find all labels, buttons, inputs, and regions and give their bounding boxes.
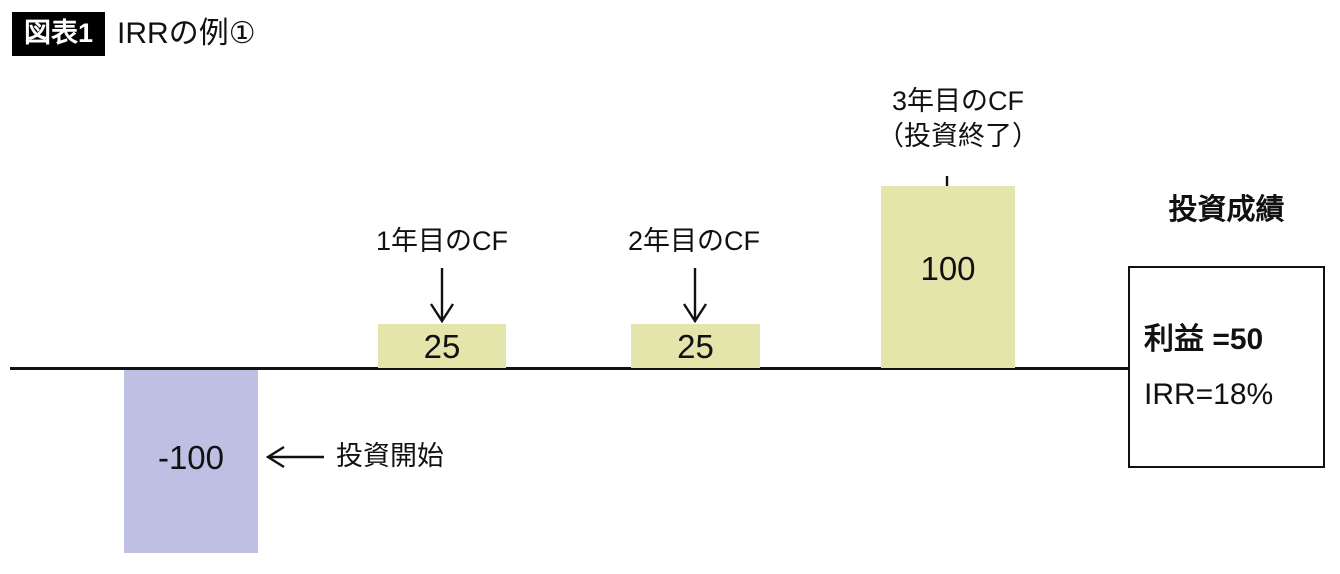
figure-title-row: 図表1 IRRの例① bbox=[12, 12, 256, 56]
bar-value-investment-start: -100 bbox=[157, 439, 225, 476]
year-1-cf-arrow-icon bbox=[429, 268, 455, 324]
left-arrow-icon bbox=[265, 445, 324, 468]
bar-year-1-cf: 25 bbox=[378, 324, 506, 368]
result-irr-line: IRR=18% bbox=[1144, 378, 1274, 411]
year-2-cf-label: 2年目のCF bbox=[627, 226, 760, 256]
bar-investment-start: -100 bbox=[124, 370, 258, 553]
year-3-cf-label: 3年目のCF （投資終了） bbox=[828, 84, 1088, 153]
bar-year-3-cf: 100 bbox=[881, 186, 1015, 368]
result-profit-line: 利益 =50 bbox=[1144, 323, 1264, 356]
bar-year-2-cf: 25 bbox=[631, 324, 760, 368]
bar-value-year-3: 100 bbox=[920, 250, 976, 287]
year-3-cf-label-line2: （投資終了） bbox=[877, 120, 1039, 151]
figure-number-badge: 図表1 bbox=[12, 12, 106, 56]
bar-value-year-1: 25 bbox=[423, 328, 461, 365]
year-1-cf-label: 1年目のCF bbox=[375, 226, 508, 256]
year-3-cf-label-line1: 3年目のCF bbox=[891, 86, 1024, 116]
result-panel-box: 利益 =50 IRR=18% bbox=[1128, 266, 1325, 468]
zero-baseline-axis bbox=[10, 367, 1130, 370]
result-panel-title: 投資成績 bbox=[1168, 194, 1285, 226]
bar-value-year-2: 25 bbox=[677, 328, 714, 365]
year-2-cf-arrow-icon bbox=[682, 268, 708, 324]
investment-start-annotation: 投資開始 bbox=[264, 443, 444, 470]
investment-start-annotation-label: 投資開始 bbox=[336, 441, 444, 471]
page-title: IRRの例① bbox=[117, 17, 256, 50]
